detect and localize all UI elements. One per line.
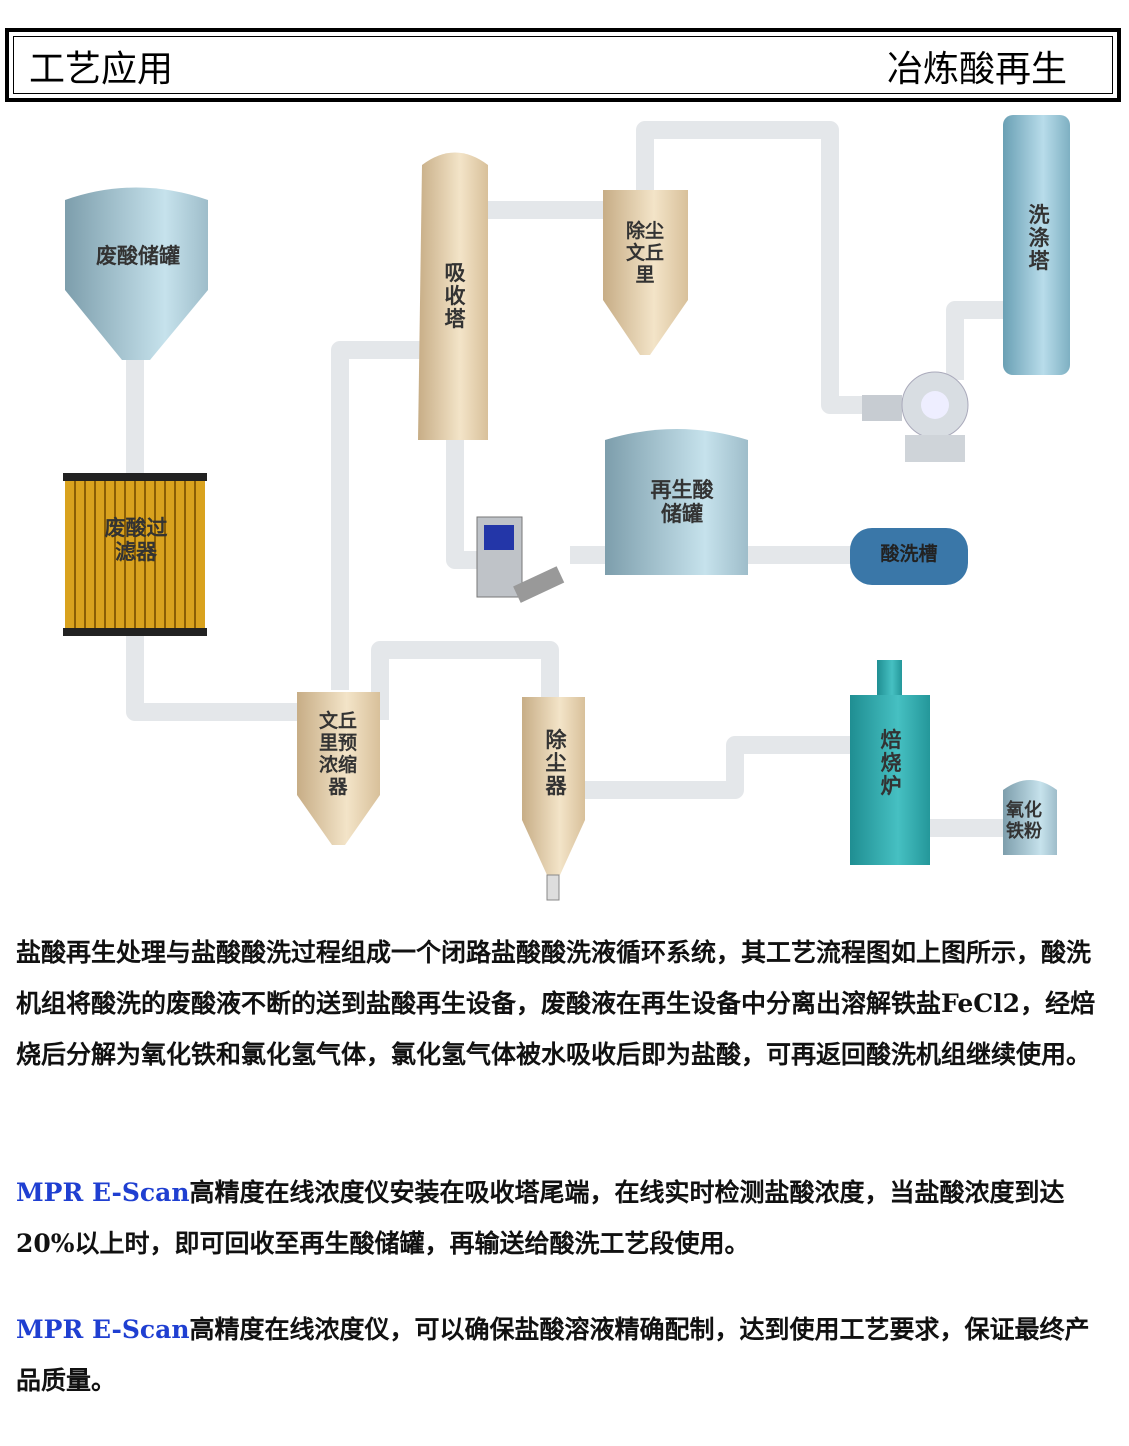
paragraph-1: 盐酸再生处理与盐酸酸洗过程组成一个闭路盐酸酸洗液循环系统，其工艺流程图如上图所示… bbox=[16, 938, 1096, 1069]
process-flow-diagram: 废酸储罐 废酸过滤器 文丘里预浓缩器 吸收塔 除尘文丘里 洗涤塔 再生酸储罐 酸… bbox=[0, 100, 1129, 910]
label-pickling-tank: 酸洗槽 bbox=[880, 543, 938, 565]
fan-shape bbox=[862, 371, 969, 462]
label-iron-oxide: 氧化铁粉 bbox=[1006, 800, 1042, 842]
label-scrubber: 洗涤塔 bbox=[1026, 203, 1050, 273]
pipe-fan-scrubber bbox=[946, 301, 1005, 380]
analyzer-shape bbox=[476, 516, 565, 603]
filter-stripes bbox=[74, 480, 196, 630]
pipe-absorber-analyzer bbox=[446, 440, 480, 569]
header-inner-border bbox=[13, 36, 1113, 94]
label-waste-tank: 废酸储罐 bbox=[96, 244, 180, 268]
pipes bbox=[126, 121, 1005, 837]
brand-name: MPR E-Scan bbox=[16, 1315, 190, 1344]
regen-tank-shape bbox=[605, 429, 748, 575]
scrubber-shape bbox=[1003, 115, 1070, 375]
label-roaster: 焙烧炉 bbox=[878, 728, 902, 798]
roaster-shape bbox=[850, 660, 930, 865]
header-box: 工艺应用 冶炼酸再生 bbox=[5, 28, 1121, 102]
waste-tank-shape bbox=[65, 187, 208, 360]
label-dust-collector: 除尘器 bbox=[543, 728, 567, 798]
venturi-pre-shape bbox=[297, 692, 380, 845]
pipe-dust-venturi-fan bbox=[636, 121, 870, 414]
pipe-venturi-absorber bbox=[331, 341, 425, 690]
label-absorber: 吸收塔 bbox=[442, 261, 466, 331]
paragraph-2-text: 高精度在线浓度仪安装在吸收塔尾端，在线实时检测盐酸浓度，当盐酸浓度到达20%以上… bbox=[16, 1178, 1065, 1258]
iron-oxide-shape bbox=[1003, 780, 1057, 855]
pipe-venturi-dust-collector bbox=[371, 641, 559, 720]
paragraph-3: MPR E-Scan高精度在线浓度仪，可以确保盐酸溶液精确配制，达到使用工艺要求… bbox=[16, 1304, 1106, 1406]
paragraph-3-text: 高精度在线浓度仪，可以确保盐酸溶液精确配制，达到使用工艺要求，保证最终产品质量。 bbox=[16, 1315, 1090, 1395]
pipe-dust-collector-roaster bbox=[585, 736, 855, 799]
brand-name: MPR E-Scan bbox=[16, 1178, 190, 1207]
header-left-title: 工艺应用 bbox=[29, 49, 174, 90]
label-regen-tank: 再生酸储罐 bbox=[650, 478, 714, 526]
paragraph-2: MPR E-Scan高精度在线浓度仪安装在吸收塔尾端，在线实时检测盐酸浓度，当盐… bbox=[16, 1167, 1106, 1269]
dust-venturi-shape bbox=[603, 190, 688, 355]
pipe-filter-venturi bbox=[126, 632, 300, 721]
label-venturi-pre: 文丘里预浓缩器 bbox=[318, 710, 357, 798]
pickling-tank-shape bbox=[850, 528, 968, 585]
label-filter: 废酸过滤器 bbox=[104, 516, 168, 564]
dust-collector-shape bbox=[522, 697, 585, 875]
label-dust-venturi: 除尘文丘里 bbox=[625, 220, 664, 286]
diagram-graphics bbox=[63, 115, 1070, 901]
header-right-title: 冶炼酸再生 bbox=[886, 49, 1067, 90]
absorber-shape bbox=[418, 152, 488, 440]
